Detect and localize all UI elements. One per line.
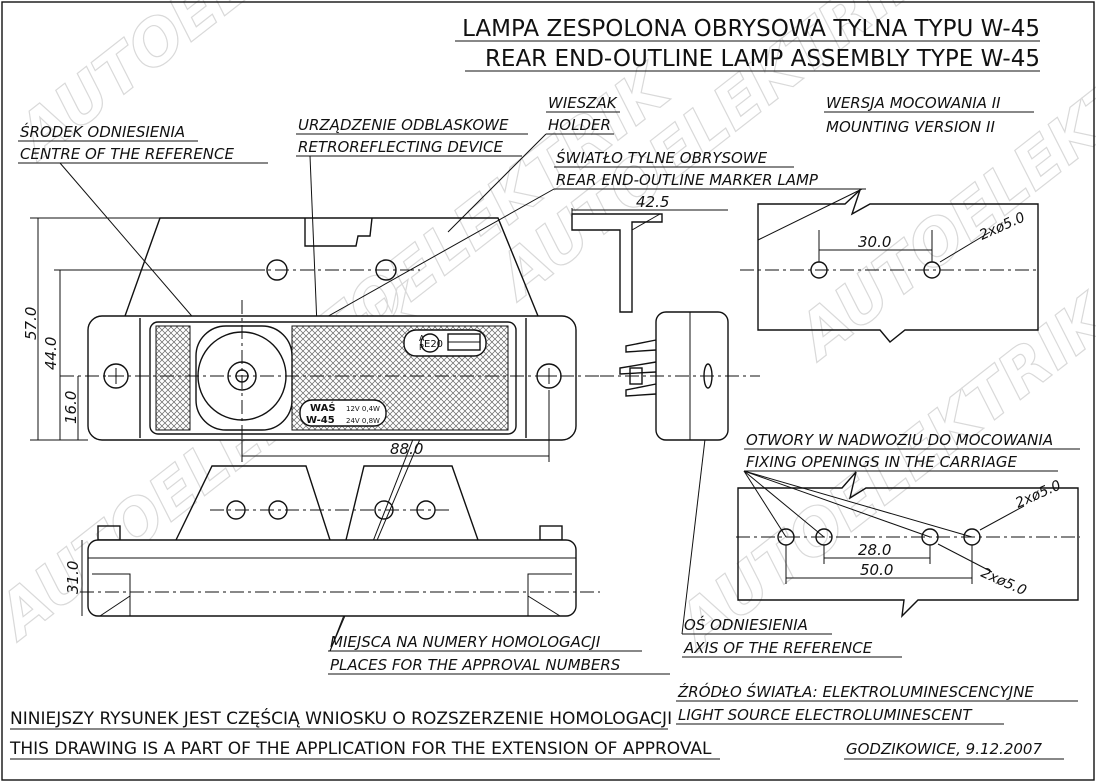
label-approval-en: PLACES FOR THE APPROVAL NUMBERS — [330, 656, 621, 674]
place-date: GODZIKOWICE, 9.12.2007 — [846, 740, 1042, 758]
label-axis-pl: OŚ ODNIESIENIA — [684, 615, 808, 634]
dim-31: 31.0 — [64, 561, 82, 594]
lamp-12v: 12V 0,4W — [346, 405, 380, 413]
label-centre-en: CENTRE OF THE REFERENCE — [20, 145, 234, 163]
label-centre-pl: ŚRODEK ODNIESIENIA — [20, 122, 185, 141]
label-marker-en: REAR END-OUTLINE MARKER LAMP — [556, 171, 819, 189]
lamp-24v: 24V 0,8W — [346, 417, 380, 425]
label-holder-en: HOLDER — [548, 116, 611, 134]
dim-50: 50.0 — [860, 561, 893, 579]
dim-16: 16.0 — [62, 391, 80, 424]
note-english: THIS DRAWING IS A PART OF THE APPLICATIO… — [9, 739, 712, 759]
title-block: LAMPA ZESPOLONA OBRYSOWA TYLNA TYPU W-45… — [455, 16, 1040, 72]
title-polish: LAMPA ZESPOLONA OBRYSOWA TYLNA TYPU W-45 — [462, 16, 1040, 42]
note-polish: NINIEJSZY RYSUNEK JEST CZĘŚCIĄ WNIOSKU O… — [10, 707, 672, 729]
dim-2x5-b: 2xø5.0 — [1013, 477, 1063, 511]
mark-r: R — [419, 343, 425, 352]
front-dimensions: 57.0 44.0 16.0 88.0 — [22, 217, 550, 462]
label-axis-en: AXIS OF THE REFERENCE — [683, 639, 873, 657]
lamp-front-view: A R E20 WAŚ W-45 12V 0,4W 24V 0,8W — [60, 217, 600, 460]
dim-28: 28.0 — [858, 541, 891, 559]
lamp-brand: WAŚ — [310, 401, 336, 414]
lamp-side-view: 42.5 — [571, 193, 760, 441]
mark-a: A — [419, 334, 425, 343]
lamp-bottom-view: 31.0 — [64, 465, 600, 617]
label-openings-en: FIXING OPENINGS IN THE CARRIAGE — [746, 453, 1017, 471]
dim-2x5-c: 2xø5.0 — [978, 565, 1028, 599]
footer-notes: NINIEJSZY RYSUNEK JEST CZĘŚCIĄ WNIOSKU O… — [9, 707, 1064, 760]
dim-57: 57.0 — [22, 307, 40, 340]
label-mount-pl: WERSJA MOCOWANIA II — [826, 94, 1001, 112]
label-marker-pl: ŚWIATŁO TYLNE OBRYSOWE — [556, 148, 768, 167]
label-holder-pl: WIESZAK — [548, 94, 618, 112]
label-source-pl: ŹRÓDŁO ŚWIATŁA: ELEKTROLUMINESCENCYJNE — [677, 682, 1034, 701]
lamp-model: W-45 — [306, 415, 335, 426]
title-english: REAR END-OUTLINE LAMP ASSEMBLY TYPE W-45 — [485, 46, 1040, 72]
dim-88: 88.0 — [390, 440, 423, 458]
label-retro-en: RETROREFLECTING DEVICE — [298, 138, 504, 156]
dim-42-5: 42.5 — [636, 193, 669, 211]
dim-44: 44.0 — [42, 337, 60, 370]
label-mount-en: MOUNTING VERSION II — [826, 118, 995, 136]
mark-e20: E20 — [424, 339, 443, 350]
label-approval-pl: MIEJSCA NA NUMERY HOMOLOGACJI — [330, 633, 601, 651]
label-openings-pl: OTWORY W NADWOZIU DO MOCOWANIA — [746, 431, 1053, 449]
dim-30: 30.0 — [858, 233, 891, 251]
callout-labels: ŚRODEK ODNIESIENIA CENTRE OF THE REFEREN… — [18, 94, 1080, 725]
label-source-en: LIGHT SOURCE ELECTROLUMINESCENT — [678, 706, 973, 724]
label-retro-pl: URZĄDZENIE ODBLASKOWE — [298, 116, 509, 134]
